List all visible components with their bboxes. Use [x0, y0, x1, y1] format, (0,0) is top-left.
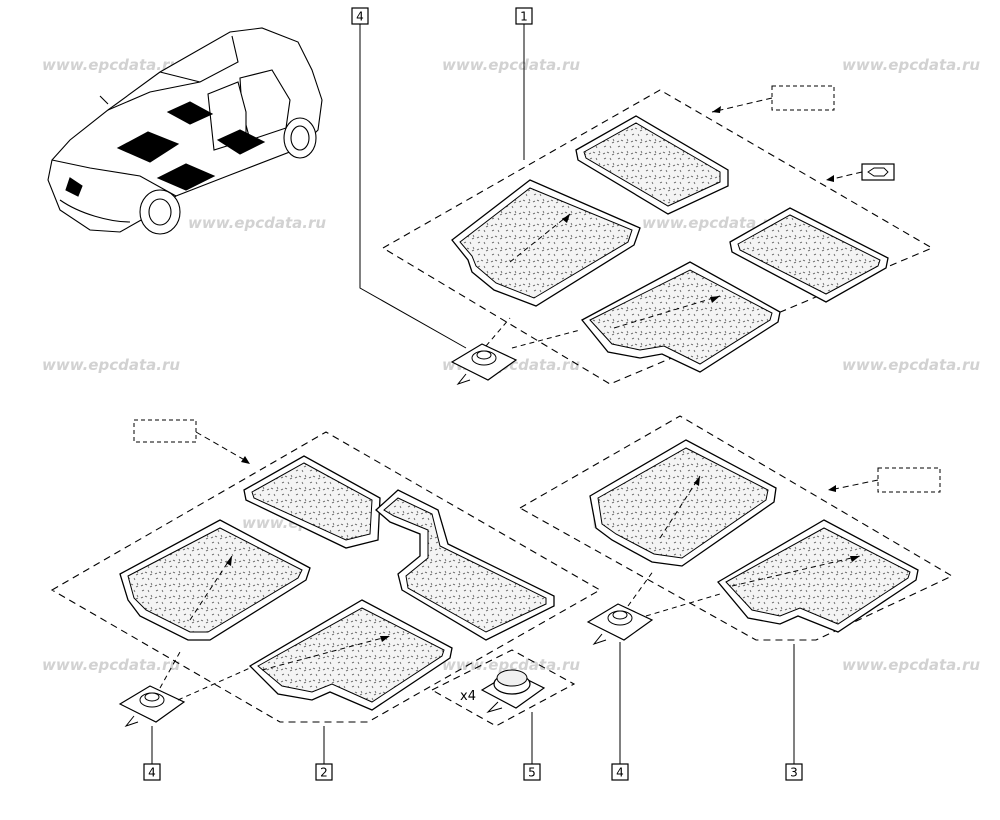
watermark: www.epcdata.ru: [842, 356, 980, 374]
callout-label: 4: [148, 766, 156, 780]
callout-4-left: 4: [143, 726, 161, 781]
fastener-kit-5: x4: [430, 649, 576, 727]
callout-label: 1: [520, 10, 528, 24]
callout-label: 2: [320, 766, 328, 780]
mat-kit-3: [518, 415, 954, 646]
tunnel-mat: [375, 489, 555, 641]
car-illustration: [47, 27, 323, 235]
ref-box: [877, 467, 941, 493]
watermark: www.epcdata.ru: [842, 56, 980, 74]
front-left-mat: [589, 439, 777, 567]
callout-label: 4: [616, 766, 624, 780]
rear-left-mat: [243, 455, 381, 549]
callout-label: 4: [356, 10, 364, 24]
watermark: www.epcdata.ru: [188, 214, 326, 232]
callout-4-top: 4: [351, 7, 467, 349]
mat-kit-1: [381, 85, 934, 386]
ref-tag: [861, 163, 895, 181]
callout-label: 3: [790, 766, 798, 780]
ref-leader: [711, 97, 773, 113]
callout-3: 3: [785, 644, 803, 781]
front-right-mat: [717, 519, 919, 633]
front-right-mat: [580, 261, 781, 373]
watermark: www.epcdata.ru: [42, 56, 180, 74]
watermark: www.epcdata.ru: [642, 214, 780, 232]
callout-2: 2: [315, 726, 333, 781]
mat-kit-2: [50, 419, 602, 728]
front-left-mat: [451, 179, 641, 307]
callout-label: 5: [528, 766, 536, 780]
callout-5: 5: [523, 712, 541, 781]
fastener-clip: [586, 603, 654, 646]
fastener-clip: [118, 685, 186, 728]
front-left-mat: [119, 519, 311, 641]
ref-box: [771, 85, 835, 111]
kit-1-outline: [381, 89, 934, 385]
rear-left-mat: [575, 115, 729, 215]
fastener-clip: [450, 343, 518, 386]
watermark: www.epcdata.ru: [42, 656, 180, 674]
rear-right-mat: [729, 207, 889, 303]
callout-1: 1: [515, 7, 533, 160]
front-right-mat: [248, 599, 453, 711]
callout-4-right: 4: [611, 642, 629, 781]
watermark: www.epcdata.ru: [842, 656, 980, 674]
ref-box: [133, 419, 197, 443]
watermark: www.epcdata.ru: [42, 356, 180, 374]
quantity-label: x4: [460, 689, 476, 704]
watermark: www.epcdata.ru: [442, 56, 580, 74]
